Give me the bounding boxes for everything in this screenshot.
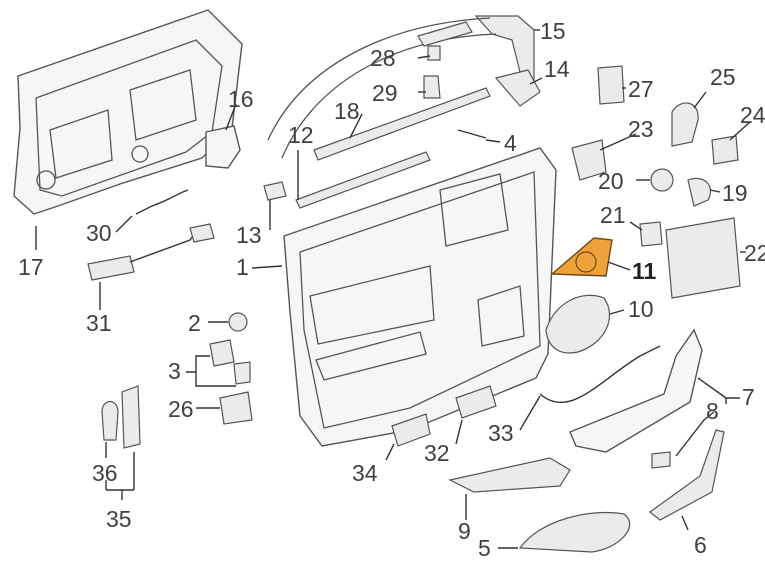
callout-12: 12 — [288, 122, 314, 148]
callout-21: 21 — [600, 202, 626, 228]
part-17-inner-panel — [13, 9, 243, 215]
callout-16: 16 — [228, 86, 254, 112]
part-19-knob — [687, 177, 712, 207]
callout-20: 20 — [598, 168, 624, 194]
callout-6: 6 — [694, 532, 707, 558]
part-22-switch-panel — [665, 217, 741, 299]
callout-4: 4 — [504, 130, 517, 156]
part-29-clip — [423, 75, 441, 99]
part-27-switch — [597, 65, 625, 105]
part-11-speaker-cover — [550, 237, 613, 277]
callout-30: 30 — [86, 220, 112, 246]
callout-19: 19 — [722, 180, 748, 206]
callout-7: 7 — [742, 384, 755, 410]
part-30-cable — [135, 189, 189, 215]
part-3-clip-lower — [233, 361, 251, 385]
callout-33: 33 — [488, 420, 514, 446]
part-10-grille — [545, 294, 611, 354]
part-16-bracket — [205, 125, 241, 169]
callout-8: 8 — [706, 398, 719, 424]
part-8-clip — [651, 451, 671, 469]
callout-36: 36 — [92, 460, 118, 486]
part-33-cable — [539, 345, 661, 404]
part-6-pull — [649, 429, 725, 521]
part-28-clip — [417, 21, 473, 61]
part-31-cable — [87, 223, 215, 281]
callout-14: 14 — [544, 56, 570, 82]
callout-24: 24 — [740, 102, 765, 128]
part-18-belt-strip — [313, 87, 491, 161]
part-2-grommet — [228, 312, 248, 332]
callout-29: 29 — [372, 80, 398, 106]
part-34-lamp — [391, 413, 431, 447]
callout-11: 11 — [632, 258, 657, 284]
callout-5: 5 — [478, 535, 491, 561]
callout-25: 25 — [710, 64, 736, 90]
part-15-frame-trim — [267, 15, 535, 159]
callout-22: 22 — [744, 240, 765, 266]
part-4-bolt — [457, 129, 487, 139]
callout-32: 32 — [424, 440, 450, 466]
callout-9: 9 — [458, 518, 471, 544]
callout-10: 10 — [628, 296, 654, 322]
part-24-switch — [711, 135, 739, 165]
part-14-cover — [494, 69, 541, 107]
callout-3: 3 — [168, 358, 181, 384]
part-21-button — [639, 221, 663, 247]
part-5-armrest-pad — [518, 511, 631, 553]
part-13-clip — [263, 181, 287, 201]
leader-lines — [35, 29, 751, 549]
callout-17: 17 — [18, 254, 44, 280]
callout-15: 15 — [540, 18, 566, 44]
part-26-switch — [219, 391, 253, 425]
callout-31: 31 — [86, 310, 112, 336]
callout-34: 34 — [352, 460, 378, 486]
part-1-trim-panel — [283, 147, 557, 447]
part-36-bulb — [101, 400, 119, 441]
callout-27: 27 — [628, 76, 654, 102]
part-35-light — [121, 385, 141, 449]
part-9-insert — [448, 457, 571, 493]
callout-35: 35 — [106, 506, 132, 532]
callout-1: 1 — [236, 254, 249, 280]
part-3-clip-upper — [209, 339, 235, 367]
part-7-armrest — [569, 328, 703, 453]
part-20-ring — [650, 168, 674, 192]
callout-26: 26 — [168, 396, 194, 422]
part-32-module — [455, 385, 497, 419]
part-25-cover — [671, 102, 699, 147]
callout-28: 28 — [370, 45, 396, 71]
part-23-bezel — [571, 139, 607, 181]
callout-2: 2 — [188, 310, 201, 336]
callout-23: 23 — [628, 116, 654, 142]
callout-13: 13 — [236, 222, 262, 248]
callout-18: 18 — [334, 98, 360, 124]
part-12-strip — [295, 151, 431, 209]
